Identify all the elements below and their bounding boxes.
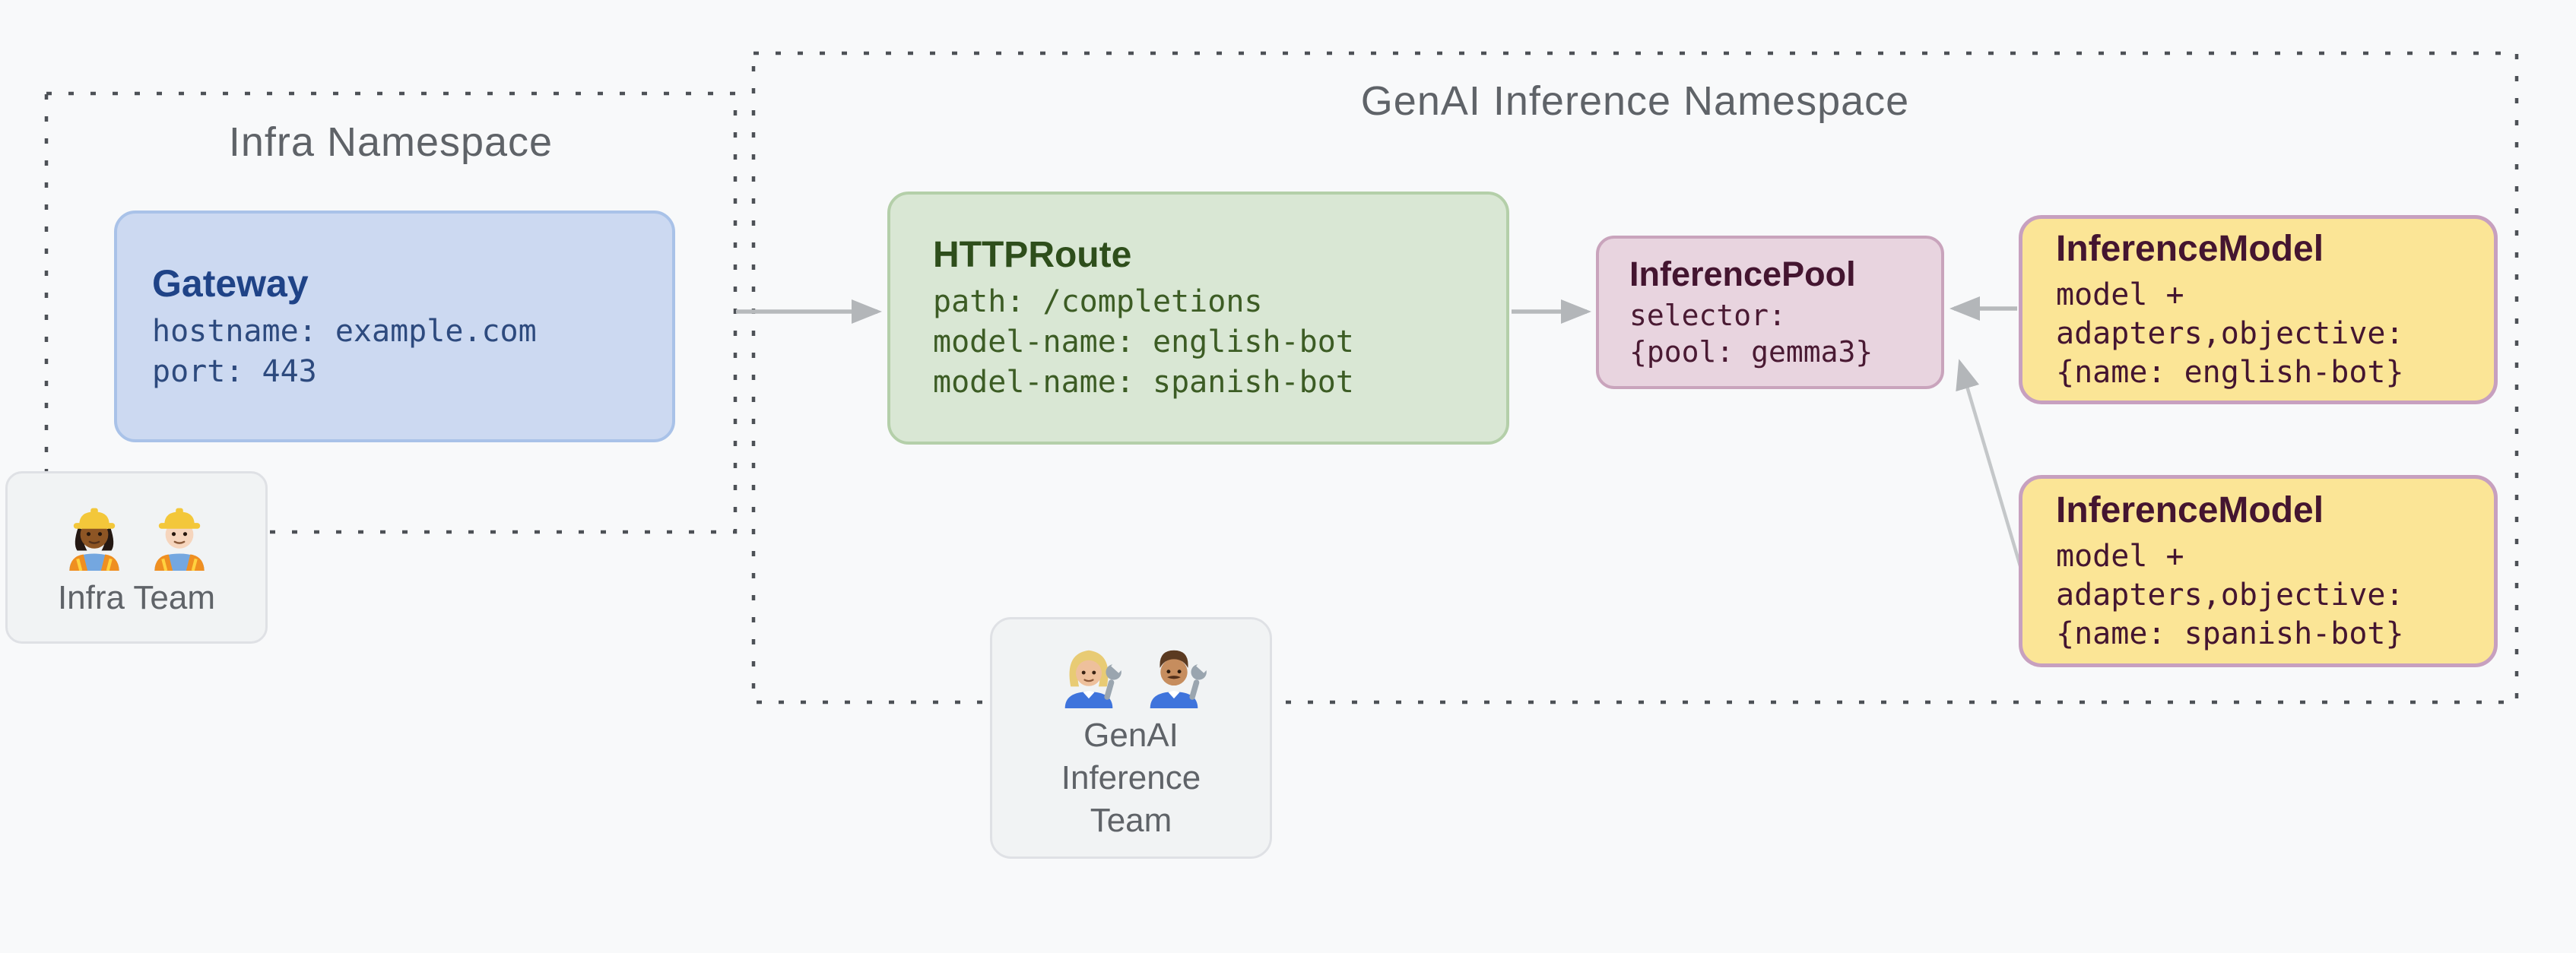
- wrench-icon: [1103, 660, 1124, 700]
- gateway-hostname-line: hostname: example.com: [152, 313, 537, 349]
- inference-pool-selector-line: selector:: [1629, 299, 1786, 332]
- inference-pool-value-line: {pool: gemma3}: [1629, 335, 1873, 369]
- httproute-title: HTTPRoute: [933, 234, 1132, 275]
- arrow-inferencemodel-spanish-to-inferencepool: [1956, 359, 2023, 569]
- genai-team-emoji-row: [1052, 634, 1211, 709]
- genai-namespace-dotted-border: [751, 51, 2519, 704]
- genai-team-label: GenAI Inference Team: [1061, 717, 1201, 839]
- inference-pool-title: InferencePool: [1629, 255, 1856, 293]
- infra-namespace-title: Infra Namespace: [228, 119, 554, 165]
- infra-team-card: Infra Team: [5, 471, 268, 644]
- inference-pool-node: InferencePool selector: {pool: gemma3}: [1596, 236, 1944, 389]
- man-construction-worker-icon: [154, 508, 205, 571]
- httproute-model-english-line: model-name: english-bot: [933, 324, 1354, 359]
- inference-model-english-line-1: model +: [2056, 277, 2184, 312]
- httproute-model-spanish-line: model-name: spanish-bot: [933, 364, 1354, 400]
- infra-namespace-dotted-border: [44, 91, 738, 534]
- infra-team-emoji-row: [57, 496, 217, 571]
- inference-model-spanish-line-1: model +: [2056, 538, 2184, 574]
- gateway-node: Gateway hostname: example.com port: 443: [114, 211, 675, 442]
- gateway-port-line: port: 443: [152, 353, 317, 389]
- genai-namespace-title: GenAI Inference Namespace: [1360, 78, 1910, 124]
- httproute-path-line: path: /completions: [933, 283, 1263, 319]
- inference-model-spanish-title: InferenceModel: [2056, 489, 2324, 530]
- woman-construction-worker-icon: [68, 508, 119, 571]
- inference-model-english-node: InferenceModel model + adapters,objectiv…: [2019, 215, 2498, 404]
- inference-model-english-line-2: adapters,objective:: [2056, 315, 2404, 351]
- gateway-title: Gateway: [152, 261, 309, 305]
- woman-mechanic-icon: [1064, 650, 1124, 709]
- inference-model-english-line-3: {name: english-bot}: [2056, 354, 2404, 390]
- inference-model-english-title: InferenceModel: [2056, 228, 2324, 269]
- infra-team-label: Infra Team: [57, 578, 216, 616]
- httproute-node: HTTPRoute path: /completions model-name:…: [887, 192, 1509, 445]
- man-mechanic-icon: [1150, 650, 1209, 709]
- inference-model-spanish-line-2: adapters,objective:: [2056, 577, 2404, 613]
- inference-model-spanish-line-3: {name: spanish-bot}: [2056, 616, 2404, 651]
- inference-model-spanish-node: InferenceModel model + adapters,objectiv…: [2019, 475, 2498, 667]
- wrench-icon: [1188, 660, 1209, 700]
- genai-team-card: GenAI Inference Team: [990, 617, 1272, 859]
